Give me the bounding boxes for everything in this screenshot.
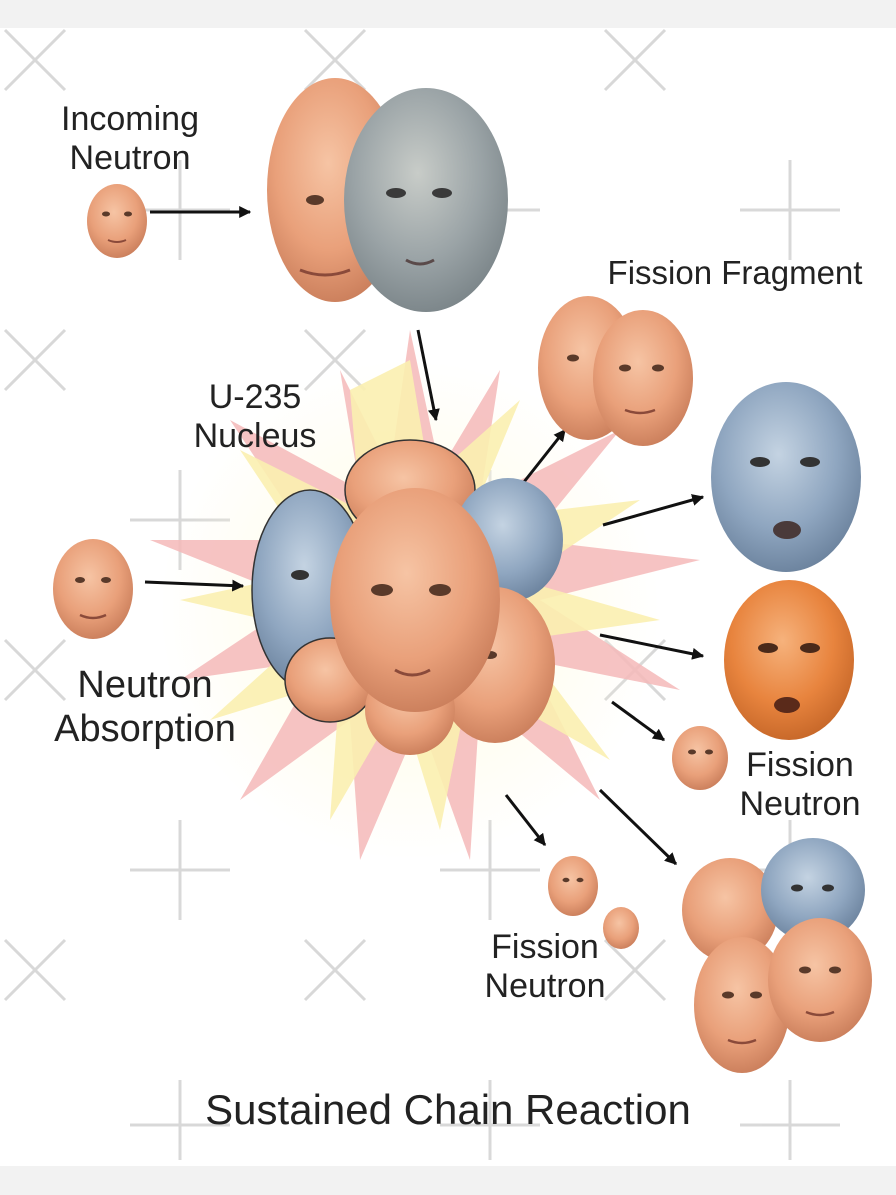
face-icon (330, 488, 500, 712)
face-icon (593, 310, 693, 446)
neutron-absorption-label: Neutron Absorption (54, 664, 236, 750)
arrow-layer (144, 206, 705, 866)
fission-neutron-label-bottom: Fission Neutron (484, 928, 606, 1006)
cross-watermark-icon (3, 638, 67, 702)
face-icon (344, 88, 508, 312)
cross-watermark-icon (603, 28, 667, 92)
cross-watermark-icon (303, 28, 367, 92)
arrow-icon (598, 788, 678, 866)
fission-fragment (538, 296, 693, 446)
face-icon (724, 580, 854, 740)
cross-watermark-icon (303, 938, 367, 1002)
incoming-neutron-label: Incoming Neutron (61, 100, 199, 178)
cross-watermark-icon (603, 938, 667, 1002)
arrow-icon (599, 633, 705, 660)
nucleus-cluster (251, 439, 563, 755)
plus-watermark-icon (740, 160, 840, 260)
face-icon (603, 907, 639, 949)
cross-watermark-icon (3, 28, 67, 92)
u235-nucleus-label: U-235 Nucleus (193, 378, 317, 456)
plus-watermark-icon (440, 1080, 540, 1160)
face-icon (761, 838, 865, 942)
plus-watermark-icon (130, 1080, 230, 1160)
face-icon (711, 382, 861, 572)
face-icon (548, 856, 598, 916)
plus-watermark-icon (130, 160, 230, 260)
arrow-icon (416, 329, 440, 422)
chain-reaction-cluster (682, 838, 872, 1073)
cross-watermark-icon (3, 938, 67, 1002)
cross-watermark-icon (3, 328, 67, 392)
face-icon (53, 539, 133, 639)
arrow-icon (504, 794, 547, 846)
arrow-icon (144, 579, 245, 592)
face-icon (672, 726, 728, 790)
plus-watermark-icon (130, 820, 230, 920)
face-icon (694, 937, 790, 1073)
fission-neutron-label-right: Fission Neutron (739, 746, 861, 824)
face-icon (768, 918, 872, 1042)
face-icon (682, 858, 778, 962)
fission-fragment-label: Fission Fragment (607, 254, 863, 291)
arrow-icon (518, 429, 567, 488)
diagram-title: Sustained Chain Reaction (205, 1086, 691, 1133)
arrow-icon (611, 700, 665, 742)
face-icon (87, 184, 147, 258)
arrow-icon (602, 494, 705, 527)
plus-watermark-icon (740, 1080, 840, 1160)
